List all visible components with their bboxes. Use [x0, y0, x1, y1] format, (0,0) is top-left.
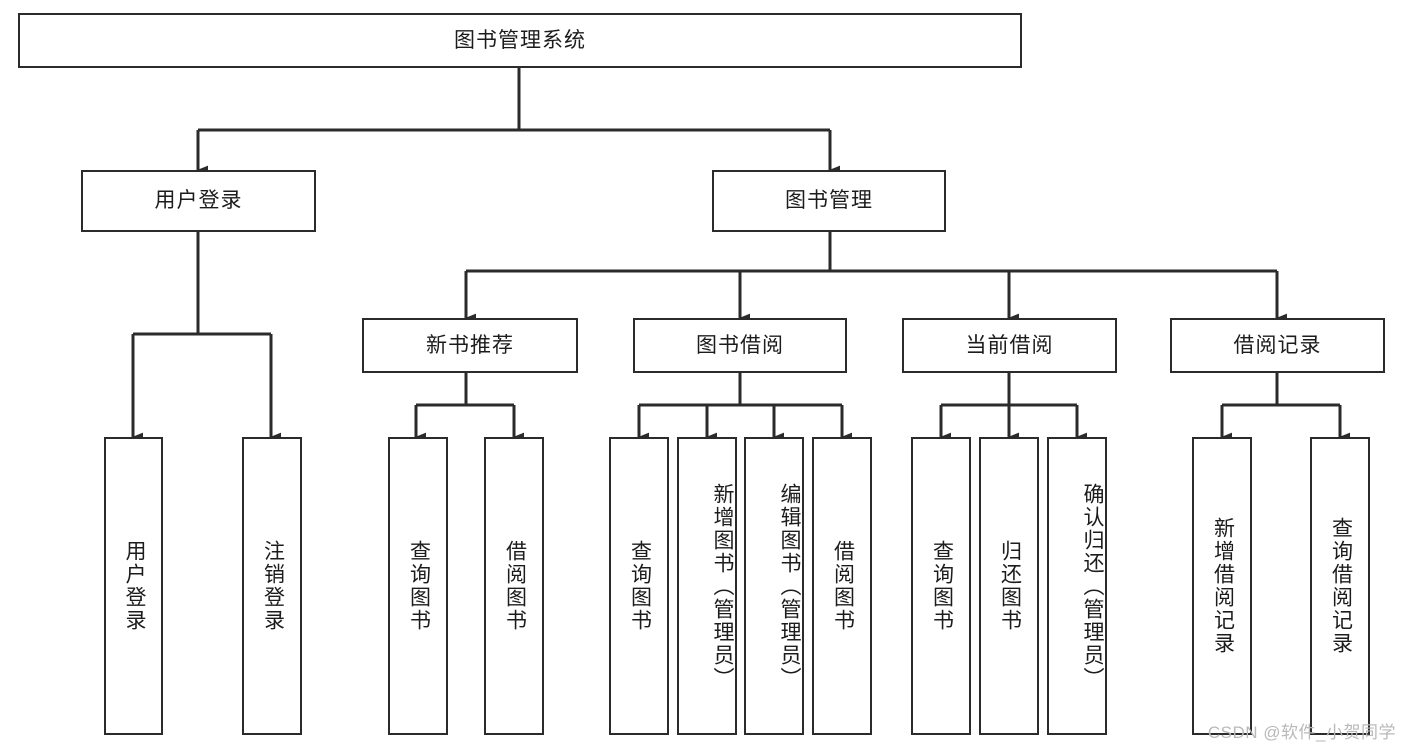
node-leaf-return-book[interactable]: 归还图书	[979, 437, 1039, 735]
node-leaf-logout-login[interactable]: 注销登录	[242, 437, 302, 735]
node-leaf-user-login[interactable]: 用户登录	[104, 437, 163, 735]
node-leaf-borrow-book-recommend[interactable]: 借阅图书	[484, 437, 544, 735]
node-label: 查询图书	[628, 540, 652, 632]
node-label: 图书管理系统	[454, 28, 586, 52]
node-user-login[interactable]: 用户登录	[81, 170, 316, 232]
node-label: 编辑图书（管理员）	[778, 482, 801, 690]
node-book-management[interactable]: 图书管理	[712, 170, 946, 232]
node-leaf-add-book[interactable]: 新增图书（管理员）	[677, 437, 737, 735]
node-label: 归还图书	[998, 540, 1022, 632]
node-label: 确认归还（管理员）	[1081, 482, 1104, 690]
node-leaf-query-book-current[interactable]: 查询图书	[911, 437, 971, 735]
node-root-book-management-system[interactable]: 图书管理系统	[18, 13, 1022, 68]
node-label: 当前借阅	[965, 333, 1054, 357]
node-label: 新增借阅记录	[1211, 517, 1235, 655]
node-label: 注销登录	[261, 540, 285, 632]
node-label: 图书管理	[785, 189, 873, 213]
csdn-watermark: CSDN @软件_小贺同学	[1207, 723, 1396, 742]
node-label: 用户登录	[122, 540, 146, 632]
node-leaf-confirm-return[interactable]: 确认归还（管理员）	[1047, 437, 1107, 735]
node-new-book-recommend[interactable]: 新书推荐	[362, 318, 578, 373]
node-leaf-edit-book[interactable]: 编辑图书（管理员）	[744, 437, 804, 735]
node-leaf-query-book-borrow[interactable]: 查询图书	[609, 437, 669, 735]
node-current-borrow[interactable]: 当前借阅	[902, 318, 1117, 373]
node-label: 新书推荐	[426, 333, 514, 357]
node-borrow-record[interactable]: 借阅记录	[1170, 318, 1385, 373]
node-label: 借阅记录	[1233, 333, 1322, 357]
node-label: 查询图书	[930, 540, 954, 632]
node-label: 查询图书	[407, 540, 431, 632]
node-leaf-query-borrow-record[interactable]: 查询借阅记录	[1310, 437, 1370, 735]
node-label: 图书借阅	[696, 333, 784, 357]
node-label: 查询借阅记录	[1329, 517, 1353, 655]
node-leaf-borrow-book[interactable]: 借阅图书	[812, 437, 872, 735]
node-label: 新增图书（管理员）	[711, 482, 734, 690]
node-leaf-add-borrow-record[interactable]: 新增借阅记录	[1192, 437, 1252, 735]
node-leaf-query-book-recommend[interactable]: 查询图书	[388, 437, 448, 735]
node-label: 用户登录	[154, 189, 243, 213]
node-book-borrow[interactable]: 图书借阅	[633, 318, 847, 373]
node-label: 借阅图书	[831, 540, 855, 632]
node-label: 借阅图书	[503, 540, 527, 632]
